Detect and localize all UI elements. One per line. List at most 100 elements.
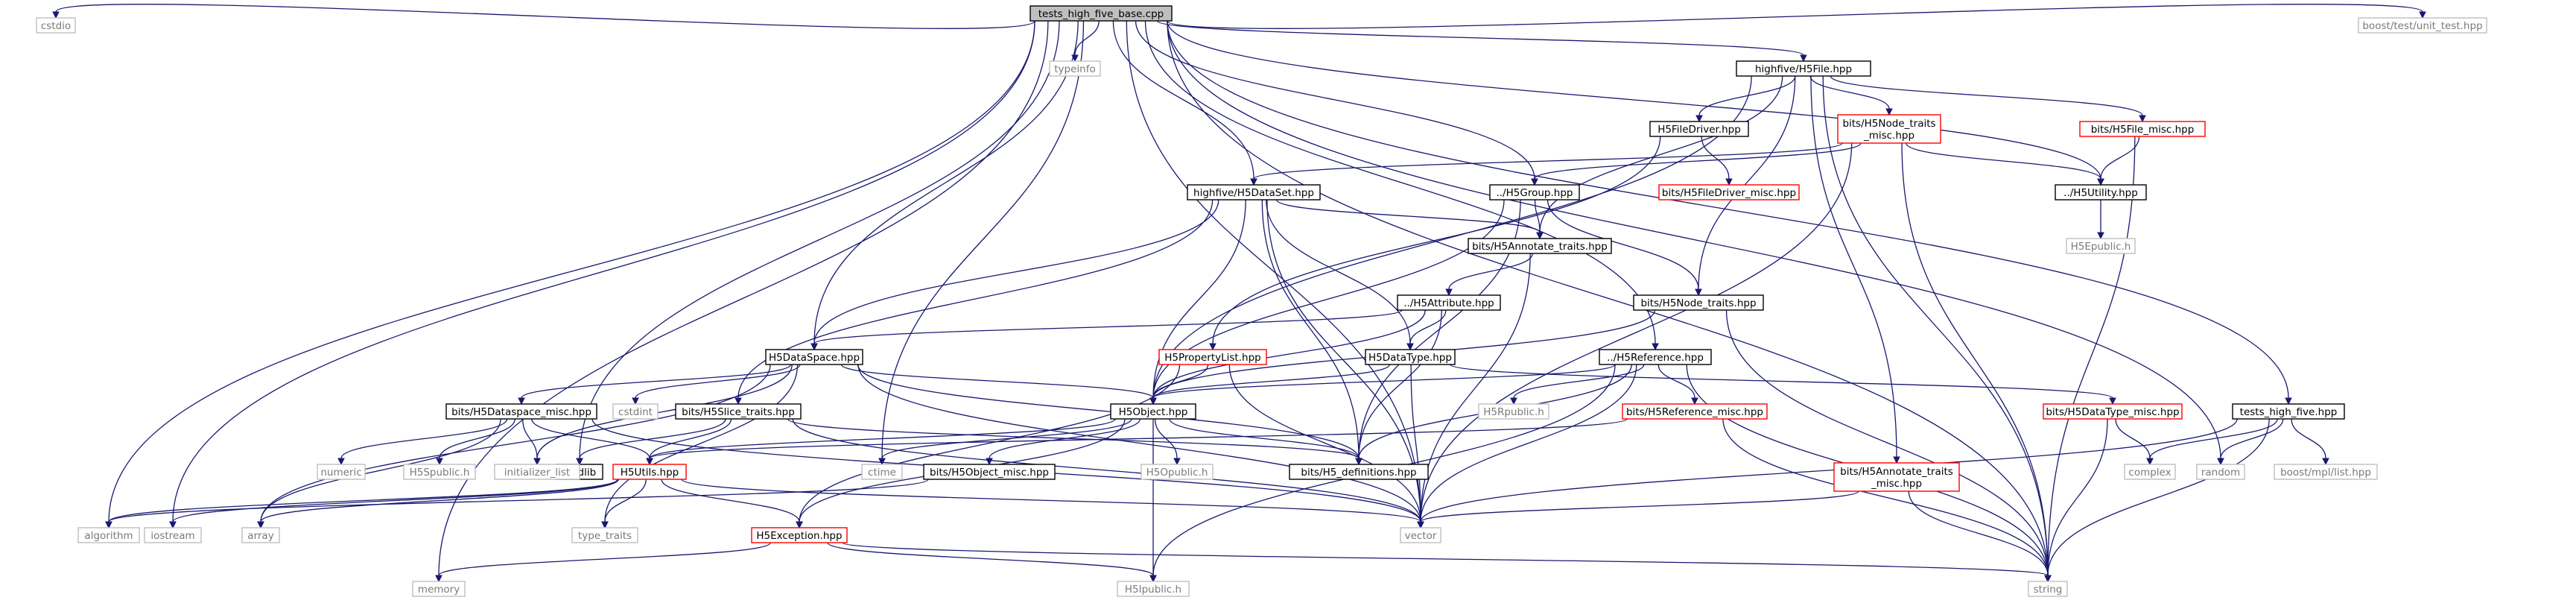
node-type-traits[interactable]: type_traits bbox=[571, 527, 638, 543]
node-label: H5Spublic.h bbox=[410, 467, 470, 479]
node-h5file[interactable]: highfive/H5File.hpp bbox=[1736, 60, 1871, 77]
edge-line bbox=[1253, 142, 1843, 180]
node-string[interactable]: string bbox=[2028, 581, 2068, 597]
node-h5annotate[interactable]: bits/H5Annotate_traits.hpp bbox=[1468, 238, 1612, 254]
node-label: tests_high_five.hpp bbox=[2240, 406, 2338, 418]
edge-h5file-to-string bbox=[1822, 75, 2052, 583]
node-h5utils[interactable]: H5Utils.hpp bbox=[612, 464, 687, 480]
node-dataspace-misc[interactable]: bits/H5Dataspace_misc.hpp bbox=[445, 403, 597, 420]
node-h5datatype-misc[interactable]: bits/H5DataType_misc.hpp bbox=[2043, 403, 2183, 420]
node-numeric[interactable]: numeric bbox=[317, 464, 366, 480]
node-h5reference-misc[interactable]: bits/H5Reference_misc.hpp bbox=[1622, 403, 1768, 420]
node-h5annotate-misc[interactable]: bits/H5Annotate_traits_misc.hpp bbox=[1833, 462, 1960, 492]
node-h5object-misc[interactable]: bits/H5Object_misc.hpp bbox=[923, 464, 1056, 480]
node-h5file-misc[interactable]: bits/H5File_misc.hpp bbox=[2079, 121, 2206, 137]
node-h5datatype[interactable]: H5DataType.hpp bbox=[1365, 349, 1456, 365]
edge-h5attribute-to-h5dataspace bbox=[810, 309, 1403, 351]
node-h5filedriver-misc[interactable]: bits/H5FileDriver_misc.hpp bbox=[1658, 184, 1800, 201]
edge-arrowhead bbox=[2146, 458, 2154, 466]
edge-arrowhead bbox=[646, 458, 653, 466]
node-boost-test[interactable]: boost/test/unit_test.hpp bbox=[2358, 17, 2487, 34]
edge-line bbox=[1420, 142, 1853, 523]
edge-h5dataset-to-h5dataspace bbox=[810, 199, 1219, 351]
edge-line bbox=[827, 542, 1154, 576]
edge-root-to-cstdio bbox=[52, 4, 1035, 29]
edge-line bbox=[604, 364, 799, 523]
edge-line bbox=[857, 364, 1360, 459]
node-box bbox=[1049, 60, 1101, 77]
node-h5object[interactable]: H5Object.hpp bbox=[1110, 403, 1196, 420]
node-complex[interactable]: complex bbox=[2124, 464, 2176, 480]
node-h5rpublic[interactable]: H5Rpublic.h bbox=[1478, 403, 1549, 420]
node-label: bits/H5Node_traits bbox=[1842, 118, 1935, 130]
node-h5reference[interactable]: ../H5Reference.hpp bbox=[1599, 349, 1712, 365]
edge-h5annotate-to-h5attribute bbox=[1445, 253, 1533, 297]
node-typeinfo[interactable]: typeinfo bbox=[1049, 60, 1101, 77]
edge-line bbox=[1167, 4, 2423, 29]
node-iostream[interactable]: iostream bbox=[144, 527, 202, 543]
edge-line bbox=[1809, 75, 1890, 110]
edge-line bbox=[1906, 142, 2101, 180]
node-h5ipublic[interactable]: H5Ipublic.h bbox=[1117, 581, 1190, 597]
edge-arrowhead bbox=[2419, 11, 2426, 19]
node-h5attribute[interactable]: ../H5Attribute.hpp bbox=[1397, 294, 1501, 311]
node-h5dataset[interactable]: highfive/H5DataSet.hpp bbox=[1187, 184, 1321, 201]
edge-line bbox=[1822, 75, 2049, 576]
node-ctime[interactable]: ctime bbox=[861, 464, 903, 480]
edge-h5dataspace-to-h5object bbox=[840, 364, 1157, 405]
node-box bbox=[1030, 5, 1173, 22]
node-h5dataspace[interactable]: H5DataSpace.hpp bbox=[765, 349, 863, 365]
node-box bbox=[36, 17, 76, 34]
edge-line bbox=[737, 199, 1214, 399]
edge-h5annotate-misc-to-vector bbox=[1417, 490, 1859, 529]
node-h5epublic[interactable]: H5Epublic.h bbox=[2066, 238, 2136, 254]
edge-h5object-to-h5object-misc bbox=[986, 418, 1141, 466]
edge-line bbox=[1513, 364, 1645, 399]
node-label: initializer_list bbox=[504, 467, 570, 479]
node-array[interactable]: array bbox=[241, 527, 280, 543]
node-initializer-list[interactable]: initializer_list bbox=[494, 464, 580, 480]
node-box bbox=[2055, 184, 2147, 201]
node-boost-mpl[interactable]: boost/mpl/list.hpp bbox=[2274, 464, 2378, 480]
node-h5spublic[interactable]: H5Spublic.h bbox=[403, 464, 476, 480]
node-box bbox=[1622, 403, 1768, 420]
node-vector[interactable]: vector bbox=[1400, 527, 1441, 543]
node-h5filedriver[interactable]: H5FileDriver.hpp bbox=[1649, 121, 1749, 137]
edge-tests-high-five-to-vector bbox=[1417, 418, 2238, 529]
edge-h5node-misc-to-h5dataset bbox=[1250, 142, 1843, 186]
node-random[interactable]: random bbox=[2196, 464, 2245, 480]
edge-line bbox=[857, 364, 1421, 523]
edge-line bbox=[579, 20, 1060, 459]
node-box bbox=[403, 464, 476, 480]
edge-h5datatype-misc-to-string bbox=[2044, 418, 2108, 583]
node-box bbox=[1397, 294, 1501, 311]
node-cstdint[interactable]: cstdint bbox=[612, 403, 659, 420]
node-h5exception[interactable]: H5Exception.hpp bbox=[751, 527, 848, 543]
edge-line bbox=[1074, 20, 1100, 56]
edge-line bbox=[1546, 199, 1699, 290]
edge-line bbox=[1154, 418, 1178, 459]
node-h5group[interactable]: ../H5Group.hpp bbox=[1489, 184, 1580, 201]
node-label: H5PropertyList.hpp bbox=[1164, 352, 1260, 364]
node-h5propertylist[interactable]: H5PropertyList.hpp bbox=[1158, 349, 1267, 365]
node-tests-high-five[interactable]: tests_high_five.hpp bbox=[2232, 403, 2345, 420]
node-h5utility[interactable]: ../H5Utility.hpp bbox=[2055, 184, 2147, 201]
node-root[interactable]: tests_high_five_base.cpp bbox=[1030, 5, 1173, 22]
node-label: bits/H5DataType_misc.hpp bbox=[2046, 406, 2179, 418]
edge-line bbox=[1448, 253, 1533, 290]
edge-h5file-to-h5node-misc bbox=[1809, 75, 1893, 116]
node-memory[interactable]: memory bbox=[412, 581, 466, 597]
edge-tests-high-five-to-random bbox=[2217, 418, 2284, 466]
node-h5node-misc[interactable]: bits/H5Node_traits_misc.hpp bbox=[1837, 114, 1941, 144]
node-slice-traits[interactable]: bits/H5Slice_traits.hpp bbox=[675, 403, 802, 420]
edge-h5reference-misc-to-h5utils bbox=[646, 418, 1628, 466]
edge-line bbox=[1266, 199, 1411, 344]
node-cstdio[interactable]: cstdio bbox=[36, 17, 76, 34]
node-algorithm[interactable]: algorithm bbox=[77, 527, 140, 543]
edge-arrowhead bbox=[52, 11, 60, 19]
node-h5node-traits[interactable]: bits/H5Node_traits.hpp bbox=[1633, 294, 1764, 311]
node-box bbox=[1633, 294, 1764, 311]
node-h5-definitions[interactable]: bits/H5_definitions.hpp bbox=[1289, 464, 1429, 480]
edge-line bbox=[108, 20, 1035, 523]
node-h5opublic[interactable]: H5Opublic.h bbox=[1141, 464, 1214, 480]
